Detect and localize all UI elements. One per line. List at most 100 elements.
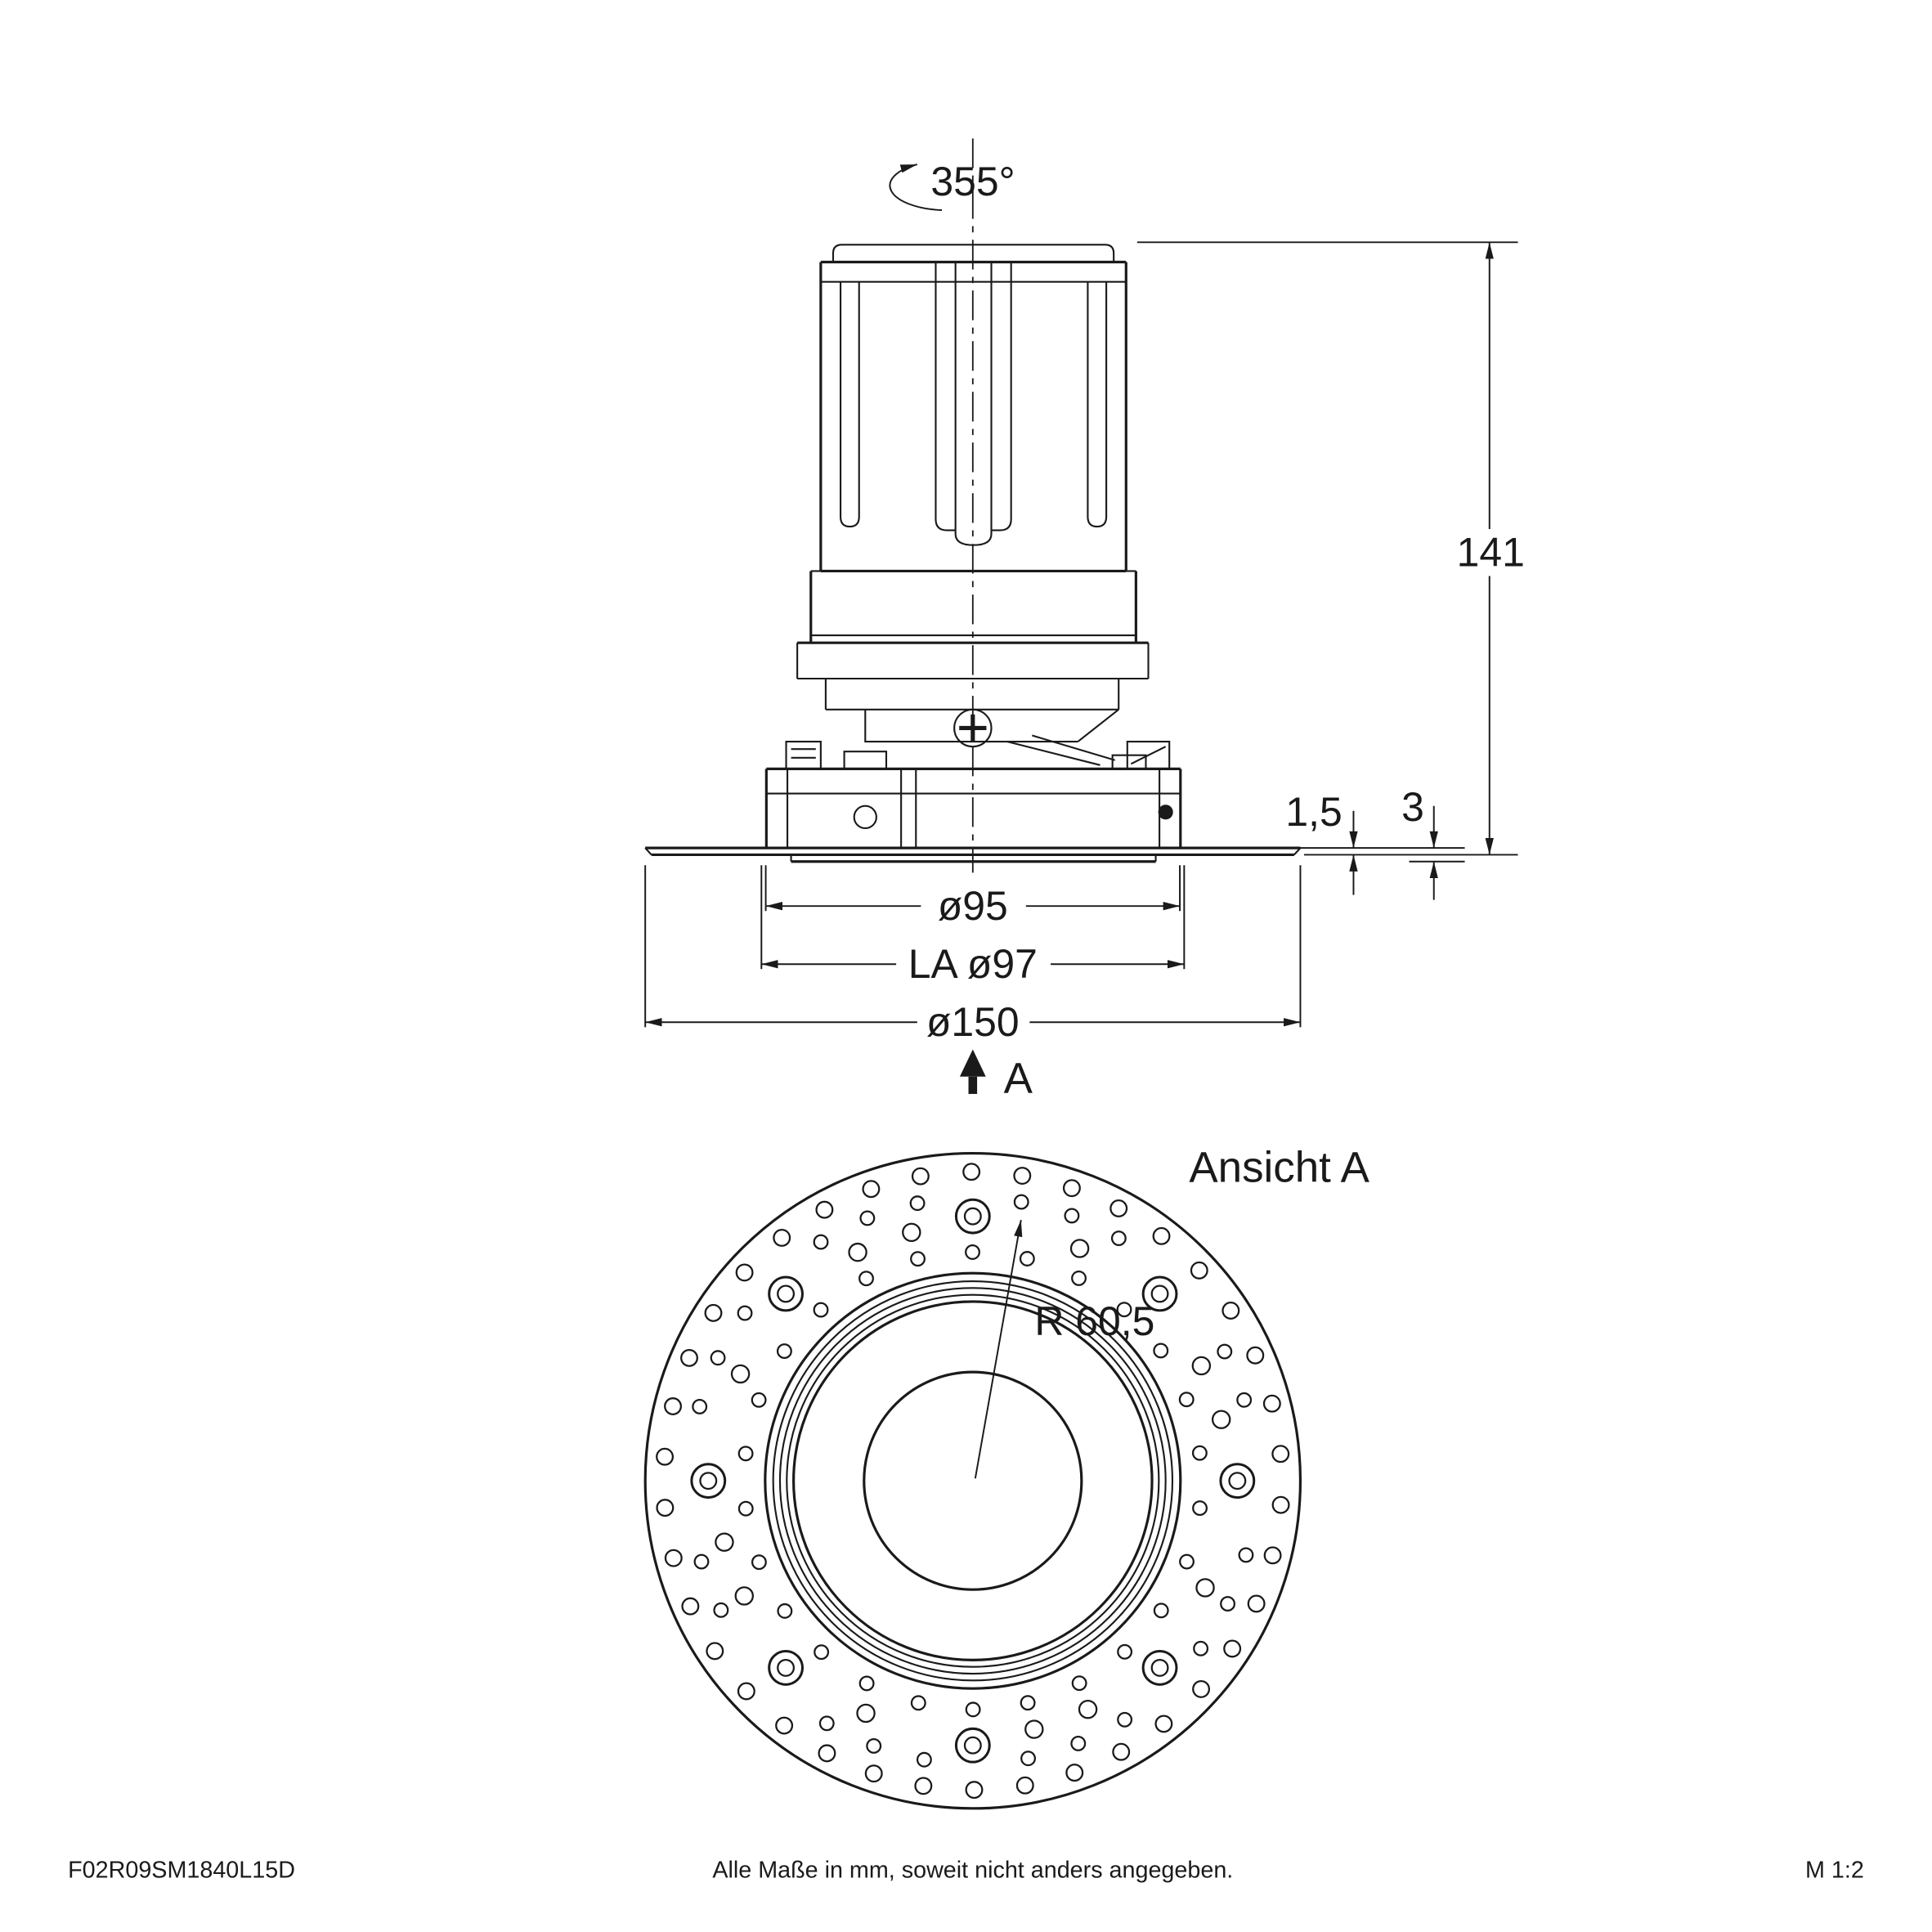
dimension-flange-diameter: ø150 (644, 865, 1302, 1045)
perforation-hole-icon (848, 1242, 867, 1262)
fixing-hole-icon (963, 1736, 982, 1755)
dim-radius-label: R 60,5 (1034, 1298, 1154, 1344)
side-view: 355° (644, 138, 1525, 1102)
perforation-hole-icon (737, 1500, 754, 1517)
perforation-hole-icon (962, 1163, 981, 1181)
perforation-hole-icon (858, 1271, 874, 1287)
perforation-hole-icon (1271, 1495, 1290, 1514)
perforation-hole-icon (909, 1195, 926, 1212)
view-direction-arrow-icon (959, 1049, 986, 1077)
fixing-hole-icon (1141, 1649, 1178, 1686)
dim-height-label: 141 (1457, 529, 1525, 575)
perforation-hole-icon (1071, 1675, 1087, 1692)
perforation-hole-icon (965, 1781, 984, 1800)
dimension-note: Alle Maße in mm, soweit nicht anders ang… (712, 1857, 1233, 1883)
perforation-hole-icon (713, 1602, 729, 1618)
perforation-hole-icon (681, 1597, 700, 1616)
fixing-hole-icon (1150, 1658, 1169, 1677)
perforation-hole-icon (814, 1644, 830, 1661)
perforation-holes (656, 1163, 1290, 1800)
rotation-angle-label: 355° (930, 159, 1015, 204)
perforation-hole-icon (737, 1446, 754, 1462)
perforation-hole-icon (916, 1751, 932, 1768)
perforation-hole-icon (737, 1305, 753, 1321)
perforation-hole-icon (1238, 1547, 1254, 1563)
perforation-hole-icon (715, 1532, 734, 1552)
front-view: Ansicht A R 60,5 (643, 1143, 1370, 1810)
dimension-trim-diameter: ø95 (764, 865, 1181, 929)
lens-circle (863, 1370, 1083, 1591)
perforation-hole-icon (1271, 1445, 1290, 1464)
rotation-indicator: 355° (889, 159, 1015, 211)
perforation-hole-icon (1078, 1700, 1098, 1719)
rotation-arc-icon (889, 164, 943, 211)
perforation-hole-icon (1195, 1578, 1215, 1598)
perforation-hole-icon (1153, 1343, 1169, 1359)
flange-outline (643, 1151, 1302, 1810)
perforation-hole-icon (1192, 1679, 1211, 1698)
perforation-hole-icon (1192, 1500, 1208, 1517)
perforation-hole-icon (656, 1499, 675, 1517)
trim-housing (764, 751, 1182, 849)
perforation-hole-icon (1069, 1239, 1090, 1258)
dim-protrusion-label: 3 (1401, 784, 1424, 830)
fixing-hole-icon (699, 1472, 718, 1490)
perforation-hole-icon (1064, 1208, 1080, 1224)
perforation-hole-icon (777, 1603, 793, 1619)
perforation-hole-icon (1024, 1719, 1044, 1739)
perforation-hole-icon (1020, 1750, 1036, 1767)
perforation-hole-icon (911, 1167, 930, 1186)
perforation-hole-icon (692, 1399, 708, 1414)
perforation-hole-icon (813, 1302, 829, 1318)
dimension-flange-thickness: 1,5 (1285, 789, 1465, 895)
mounting-flange (644, 846, 1302, 863)
perforation-hole-icon (1070, 1735, 1087, 1751)
perforation-hole-icon (1062, 1179, 1081, 1198)
perforation-hole-icon (693, 1553, 710, 1570)
perforation-hole-icon (1110, 1230, 1127, 1247)
fixing-hole-icon (690, 1463, 727, 1499)
perforation-hole-icon (680, 1348, 698, 1367)
front-view-title: Ansicht A (1189, 1143, 1369, 1191)
perforation-hole-icon (1193, 1640, 1209, 1656)
perforation-hole-icon (1071, 1270, 1087, 1286)
left-spring-clip (785, 741, 822, 769)
fixing-hole-icon (1150, 1284, 1169, 1303)
perforation-hole-icon (1179, 1553, 1195, 1570)
perforation-hole-icon (1112, 1742, 1131, 1761)
dim-flange-thickness-label: 1,5 (1285, 789, 1342, 835)
article-number: F02R09SM1840L15D (68, 1857, 295, 1883)
perforation-hole-icon (965, 1244, 980, 1260)
perforation-hole-icon (1191, 1356, 1212, 1376)
perforation-hole-icon (664, 1397, 683, 1415)
fixing-hole-icon (954, 1727, 991, 1764)
perforation-hole-icon (706, 1642, 724, 1661)
fixing-hole-icon (1219, 1463, 1256, 1499)
perforation-hole-icon (1263, 1546, 1282, 1565)
fixing-hole-icon (954, 1198, 991, 1235)
perforation-hole-icon (859, 1210, 876, 1226)
wiring-hole-icon (853, 805, 877, 829)
perforation-hole-icon (1211, 1410, 1231, 1429)
fixing-hole-icon (768, 1275, 804, 1312)
perforation-hole-icon (1109, 1199, 1128, 1217)
perforation-hole-icon (815, 1200, 834, 1219)
perforation-hole-icon (1220, 1596, 1236, 1612)
perforation-hole-icon (856, 1703, 876, 1724)
fixing-hole-icon (1228, 1472, 1247, 1490)
perforation-hole-icon (965, 1701, 981, 1718)
dimension-hole-circle-radius: R 60,5 (974, 1220, 1154, 1479)
perforation-hole-icon (1236, 1392, 1253, 1408)
perforation-hole-icon (1153, 1603, 1169, 1619)
latch-pin-icon (1158, 805, 1173, 820)
perforation-hole-icon (773, 1228, 791, 1247)
view-direction-label: A (1004, 1054, 1033, 1102)
perforation-hole-icon (1154, 1715, 1173, 1733)
perforation-hole-icon (1223, 1639, 1242, 1658)
trim-bezel-rings (764, 1271, 1182, 1690)
perforation-hole-icon (866, 1738, 882, 1754)
perforation-hole-icon (730, 1364, 751, 1384)
perforation-hole-icon (1116, 1302, 1132, 1318)
footer: F02R09SM1840L15D Alle Maße in mm, soweit… (68, 1857, 1864, 1883)
dimension-protrusion: 3 (1401, 784, 1465, 900)
